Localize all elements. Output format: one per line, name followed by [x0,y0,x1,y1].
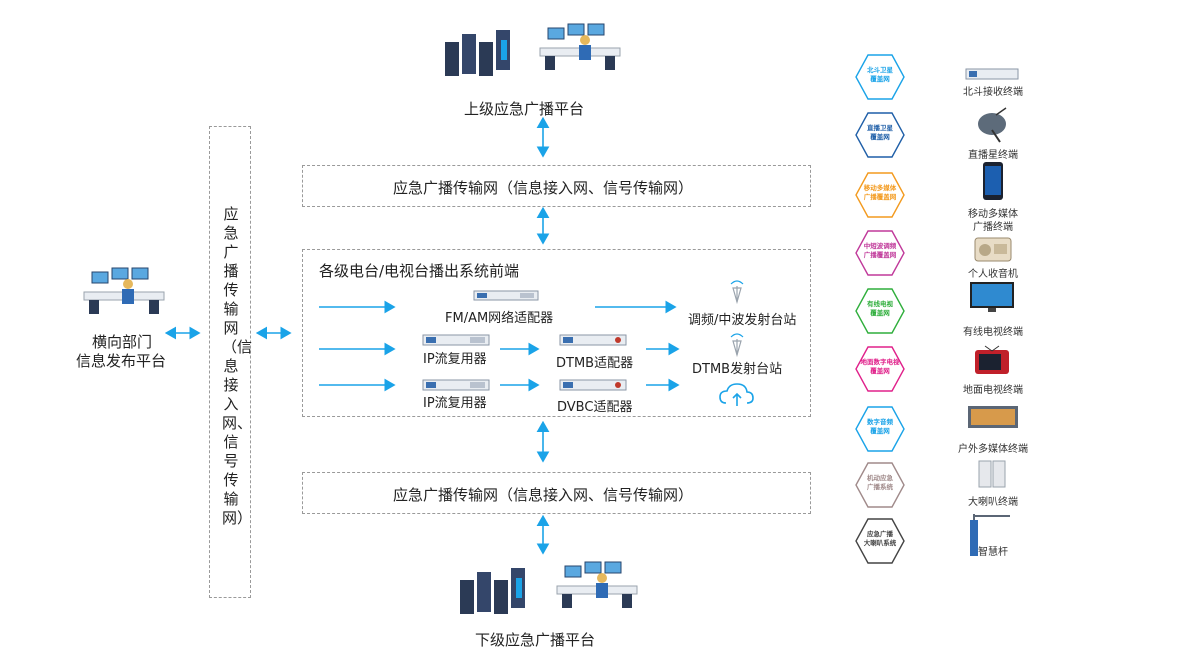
terminal-label-mobile-2: 广播终端 [973,222,1013,233]
tv-icon [970,282,1014,312]
coverage-network-hexagon: 应急广播大喇叭系统 [855,516,905,566]
hexagon-shape-icon [855,462,905,508]
coverage-network-label-line2: 覆盖网 [870,427,890,435]
terminal-label-terrestrial-tv: 地面电视终端 [963,385,1023,396]
coverage-network-label-line1: 中短波调频 [863,242,897,250]
coverage-network-label-line1: 北斗卫星 [867,66,893,74]
fm-adapter-device-icon [473,290,539,301]
hexagon-shape-icon [855,172,905,218]
coverage-network-label-line2: 广播覆盖网 [863,251,897,259]
coverage-network-hexagon: 中短波调频广播覆盖网 [855,228,905,278]
hexagon-shape-icon [855,230,905,276]
dtmb-adapter-device-icon [559,334,627,346]
bottom-operator-desk-icon [556,561,638,608]
frontend-box: 各级电台/电视台播出系统前端 [302,249,811,417]
satellite-dish-icon [978,107,1007,143]
coverage-network-label: 移动多媒体广播覆盖网 [855,184,905,202]
ip-mux-2-label: IP流复用器 [423,396,487,411]
coverage-network-label: 地面数字电视覆盖网 [855,358,905,376]
top-server-rack-icon [445,30,510,76]
station-dtmb-label: DTMB发射台站 [692,362,783,377]
coverage-network-label-line2: 覆盖网 [870,309,890,317]
dvbc-adapter-device-icon [559,379,627,391]
mobile-phone-icon [983,162,1003,200]
terminal-label-outdoor: 户外多媒体终端 [958,444,1028,455]
tower-fm-icon [730,280,744,305]
loudspeaker-icon [978,460,1006,488]
hexagon-shape-icon [855,112,905,158]
left-platform-line2: 信息发布平台 [76,352,167,370]
hexagon-shape-icon [855,54,905,100]
coverage-network-label: 数字音频覆盖网 [855,418,905,436]
coverage-network-hexagon: 地面数字电视覆盖网 [855,344,905,394]
coverage-network-hexagon: 有线电视覆盖网 [855,286,905,336]
coverage-network-label: 北斗卫星覆盖网 [855,66,905,84]
coverage-network-hexagon: 移动多媒体广播覆盖网 [855,170,905,220]
coverage-network-hexagon: 机动应急广播系统 [855,460,905,510]
network-top-box: 应急广播传输网（信息接入网、信号传输网） [302,165,811,207]
retro-tv-icon [975,345,1009,374]
coverage-network-label-line2: 覆盖网 [870,75,890,83]
top-platform-label: 上级应急广播平台 [464,100,585,118]
bottom-platform-label: 下级应急广播平台 [475,631,596,649]
coverage-network-label-line1: 应急广播 [867,530,893,538]
bottom-server-rack-icon [460,568,525,614]
hexagon-shape-icon [855,406,905,452]
coverage-network-hexagon: 数字音频覆盖网 [855,404,905,454]
network-bottom-box: 应急广播传输网（信息接入网、信号传输网） [302,472,811,514]
terminal-label-radio: 个人收音机 [968,269,1018,280]
vertical-network-label: 应急广播传输网（信息接入网、信号传输网） [222,205,253,527]
vertical-network-box [209,126,251,598]
station-fm-label: 调频/中波发射台站 [688,313,797,328]
coverage-network-label-line2: 大喇叭系统 [863,539,897,547]
ip-mux-2-device-icon [422,379,490,391]
terminal-label-beidou: 北斗接收终端 [963,87,1023,98]
ip-mux-1-label: IP流复用器 [423,352,487,367]
hexagon-shape-icon [855,518,905,564]
terminal-label-satellite: 直播星终端 [968,150,1018,161]
coverage-network-label-line1: 机动应急 [867,474,893,482]
radio-icon [974,237,1012,262]
coverage-network-label: 有线电视覆盖网 [855,300,905,318]
terminal-label-smart-pole: 智慧杆 [978,547,1008,558]
terminal-label-cable-tv: 有线电视终端 [963,327,1023,338]
coverage-network-hexagon: 直播卫星覆盖网 [855,110,905,160]
terminal-label-mobile: 移动多媒体 [968,209,1018,220]
left-operator-desk-icon [83,267,165,314]
dtmb-adapter-label: DTMB适配器 [556,356,634,371]
coverage-network-label-line1: 地面数字电视 [860,358,900,366]
coverage-network-label: 直播卫星覆盖网 [855,124,905,142]
network-bottom-label: 应急广播传输网（信息接入网、信号传输网） [393,486,694,504]
coverage-network-label-line1: 数字音频 [867,418,893,426]
coverage-network-hexagon: 北斗卫星覆盖网 [855,52,905,102]
hexagon-shape-icon [855,288,905,334]
coverage-network-label-line1: 直播卫星 [867,124,893,132]
fm-adapter-label: FM/AM网络适配器 [445,311,554,326]
hexagon-shape-icon [855,346,905,392]
coverage-network-label-line2: 覆盖网 [870,133,890,141]
dvbc-adapter-label: DVBC适配器 [557,400,633,415]
smart-pole-icon [970,514,1010,556]
coverage-network-label-line2: 覆盖网 [870,367,890,375]
coverage-network-label-line2: 广播系统 [867,483,893,491]
cloud-upload-icon [719,383,754,406]
terminal-label-loudspeaker: 大喇叭终端 [968,497,1018,508]
billboard-icon [968,406,1018,428]
coverage-network-label-line1: 有线电视 [867,300,893,308]
ip-mux-1-device-icon [422,334,490,346]
coverage-network-label: 中短波调频广播覆盖网 [855,242,905,260]
coverage-network-label-line2: 广播覆盖网 [863,193,897,201]
coverage-network-label-line1: 移动多媒体 [863,184,897,192]
network-top-label: 应急广播传输网（信息接入网、信号传输网） [393,179,694,197]
top-operator-desk-icon [539,23,621,70]
beidou-receiver-icon [965,68,1019,80]
coverage-network-label: 机动应急广播系统 [855,474,905,492]
left-platform-line1: 横向部门 [92,333,153,351]
frontend-title: 各级电台/电视台播出系统前端 [319,262,520,280]
coverage-network-label: 应急广播大喇叭系统 [855,530,905,548]
tower-dtmb-icon [730,333,744,358]
